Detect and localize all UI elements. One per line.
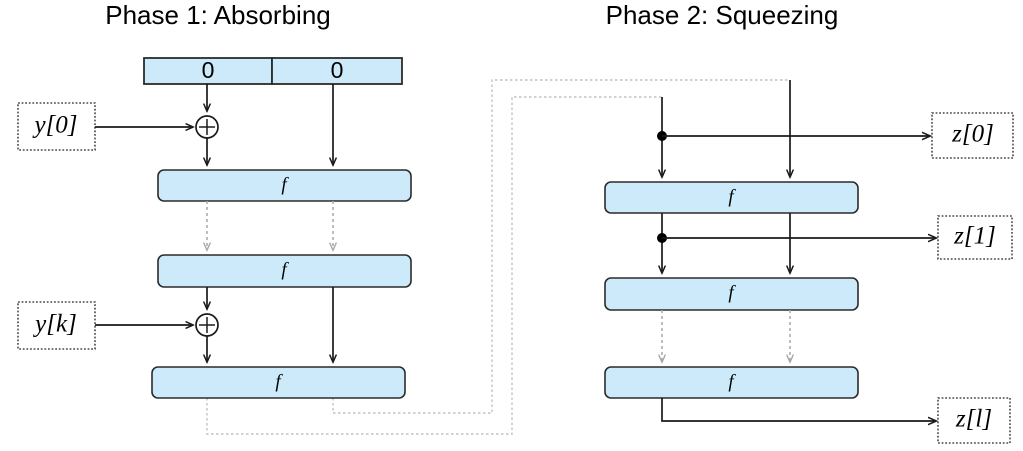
phase2-f-box-2: f — [604, 277, 859, 311]
output-z1-box[interactable] — [937, 215, 1013, 260]
phase2-group: z[0] f z[1] f — [604, 80, 1014, 444]
phase1-f3-rect — [151, 366, 406, 399]
output-z0-label: z[0] — [951, 121, 994, 148]
phase1-f-box-1: f — [157, 169, 412, 202]
output-z0-box[interactable] — [931, 112, 1014, 159]
phase1-f-box-3: f — [151, 366, 406, 399]
phase2-f2-rect — [604, 277, 859, 311]
xor-node-2 — [195, 313, 219, 337]
output-zl-arrow — [661, 398, 936, 421]
input-yk-label: y[k] — [32, 311, 77, 338]
input-y0-box[interactable] — [17, 102, 96, 151]
capacity-feedback-path — [332, 79, 790, 414]
phase2-f-box-1: f — [604, 181, 859, 214]
phase2-f1-label: f — [728, 186, 736, 207]
output-zl-box[interactable] — [937, 397, 1011, 444]
output-z1[interactable]: z[1] — [657, 215, 1013, 260]
phase2-f3-label: f — [728, 371, 736, 392]
phase1-f2-label: f — [281, 259, 289, 280]
phase1-f2-rect — [157, 254, 412, 288]
phase2-f2-label: f — [728, 282, 736, 303]
phase1-f1-rect — [157, 169, 412, 202]
input-y0[interactable]: y[0] — [17, 102, 193, 151]
phase1-f-box-2: f — [157, 254, 412, 288]
output-zl[interactable]: z[l] — [661, 397, 1011, 444]
input-yk[interactable]: y[k] — [17, 301, 193, 350]
rate-feedback-path — [206, 96, 662, 435]
state-register: 0 0 — [143, 57, 403, 85]
phase1-title: Phase 1: Absorbing — [105, 0, 331, 30]
phase1-f1-label: f — [281, 174, 289, 195]
phase1-f3-label: f — [275, 371, 283, 392]
phase2-f-box-3: f — [604, 366, 859, 399]
phase1-group: 0 0 y[0] f — [17, 57, 412, 399]
output-zl-label: z[l] — [955, 406, 992, 433]
output-z1-label: z[1] — [953, 223, 996, 250]
state-cell-capacity — [271, 57, 403, 85]
phase2-title: Phase 2: Squeezing — [606, 0, 839, 30]
feedback-paths — [206, 79, 790, 435]
state-rate-value: 0 — [202, 57, 215, 83]
output-z0[interactable]: z[0] — [657, 112, 1014, 159]
input-yk-box[interactable] — [17, 301, 96, 350]
input-y0-label: y[0] — [31, 112, 77, 139]
phase2-f1-rect — [604, 181, 859, 214]
state-capacity-value: 0 — [331, 57, 344, 83]
xor-node-1 — [195, 115, 219, 139]
phase2-f3-rect — [604, 366, 859, 399]
